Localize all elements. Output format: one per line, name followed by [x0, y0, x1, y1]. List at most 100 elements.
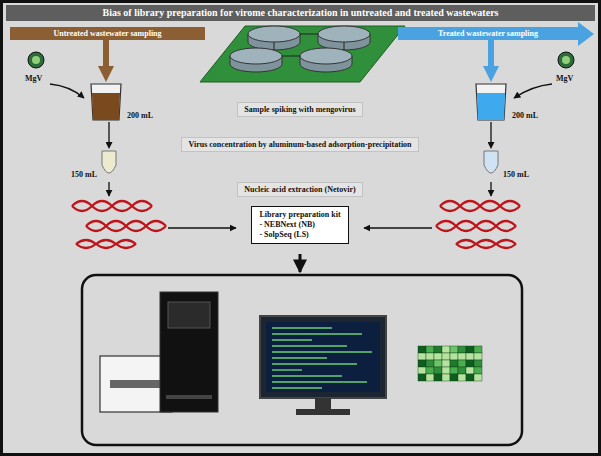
heatmap-cell — [458, 367, 466, 374]
spike-arrow — [514, 84, 552, 98]
heatmap-cell — [418, 367, 426, 374]
step-box: Virus concentration by aluminum-based ad… — [181, 137, 418, 152]
heatmap-cell — [466, 353, 474, 360]
node-text: Nucleic acid extraction (Netovir) — [244, 185, 355, 194]
code-line — [272, 339, 312, 340]
code-line — [272, 387, 322, 388]
node-subtext: - NEBNext (NB) — [259, 220, 340, 230]
code-line — [272, 375, 342, 376]
node-text: Virus concentration by aluminum-based ad… — [188, 140, 411, 149]
beaker-shape — [473, 82, 509, 122]
tanks — [230, 26, 370, 72]
node-subtext: - SolpSeq (LS) — [259, 230, 340, 240]
heatmap-cell — [466, 374, 474, 381]
beaker-shape — [88, 82, 124, 122]
virus-core — [32, 56, 40, 64]
heatmap-cell — [434, 353, 442, 360]
heatmap-cell — [442, 360, 450, 367]
heatmap-cell — [418, 360, 426, 367]
title-bar: Bias of library preparation for virome c… — [6, 5, 595, 21]
heatmap-cell — [442, 367, 450, 374]
heatmap-cell — [458, 353, 466, 360]
heatmap-cell — [426, 346, 434, 353]
step-box: Nucleic acid extraction (Netovir) — [237, 182, 362, 197]
flow-arrow — [490, 122, 491, 142]
heatmap — [418, 346, 482, 381]
computer — [260, 316, 386, 415]
node-text: 200 mL — [512, 111, 538, 122]
screen-code — [272, 328, 372, 388]
dna-strands — [72, 201, 520, 248]
code-line — [272, 327, 332, 328]
heatmap-cell — [434, 360, 442, 367]
tube-shape — [482, 149, 500, 181]
virus-label: MgV — [556, 74, 573, 83]
heatmap-cell — [474, 367, 482, 374]
heatmap-cell — [442, 374, 450, 381]
heatmap-cell — [450, 374, 458, 381]
tube-shape — [100, 149, 118, 181]
flow-arrow — [108, 122, 109, 142]
sequencer — [100, 292, 218, 412]
heatmap-cell — [458, 346, 466, 353]
node-text: 150 mL — [503, 170, 529, 181]
code-line — [272, 357, 327, 358]
beaker-glass — [473, 82, 509, 122]
node-text: Sample spiking with mengovirus — [244, 105, 355, 114]
code-line — [272, 363, 357, 364]
node-text: Untreated wastewater sampling — [53, 29, 161, 38]
treatment-plant — [200, 26, 405, 82]
heatmap-cell — [466, 360, 474, 367]
heatmap-cell — [474, 346, 482, 353]
heatmap-cell — [426, 374, 434, 381]
node-text: 150 mL — [71, 170, 97, 181]
heatmap-cell — [450, 353, 458, 360]
heatmap-cell — [450, 360, 458, 367]
flow-arrow — [488, 40, 494, 66]
sequencing-panel — [82, 275, 522, 445]
heatmap-cell — [434, 374, 442, 381]
virus-label: MgV — [25, 74, 42, 83]
tube-body — [100, 149, 118, 181]
plant-platform — [200, 26, 405, 82]
heatmap-cell — [442, 353, 450, 360]
virus-core — [562, 56, 570, 64]
heatmap-cell — [434, 346, 442, 353]
code-line — [272, 333, 362, 334]
heatmap-cell — [466, 367, 474, 374]
heatmap-cell — [458, 374, 466, 381]
heatmap-cell — [442, 346, 450, 353]
heatmap-cell — [426, 367, 434, 374]
tube: 150 mL — [482, 149, 529, 181]
heatmap-cell — [450, 346, 458, 353]
beaker: 200 mL — [473, 82, 538, 122]
spike-arrow — [50, 84, 84, 98]
heatmap-cell — [474, 374, 482, 381]
band-arrowhead — [578, 22, 594, 46]
heatmap-cell — [474, 360, 482, 367]
heatmap-cell — [434, 367, 442, 374]
code-line — [272, 381, 367, 382]
tube: 150 mL — [71, 149, 118, 181]
code-line — [272, 369, 302, 370]
heatmap-cell — [418, 374, 426, 381]
kit-box: Library preparation kit- NEBNext (NB)- S… — [251, 206, 348, 244]
code-line — [272, 345, 347, 346]
node-text: 200 mL — [127, 111, 153, 122]
node-text: Library preparation kit — [259, 210, 340, 220]
beaker-glass — [88, 82, 124, 122]
node-text: Treated wastewater sampling — [438, 29, 538, 38]
heatmap-cell — [450, 367, 458, 374]
beaker: 200 mL — [88, 82, 153, 122]
heatmap-cell — [426, 353, 434, 360]
heatmap-cell — [418, 346, 426, 353]
code-line — [272, 351, 372, 352]
heatmap-cell — [458, 360, 466, 367]
heatmap-cell — [418, 353, 426, 360]
pipes — [274, 34, 344, 56]
tube-body — [482, 149, 500, 181]
heatmap-cell — [426, 360, 434, 367]
sampling-band: Untreated wastewater sampling — [10, 27, 205, 40]
step-box: Sample spiking with mengovirus — [237, 102, 362, 117]
